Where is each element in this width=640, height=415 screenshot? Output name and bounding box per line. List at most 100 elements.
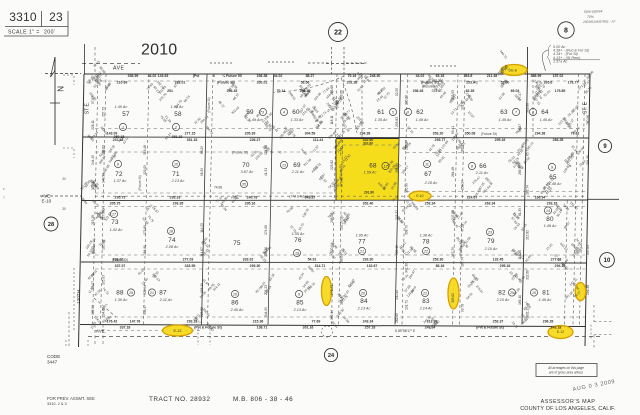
svg-text:1.46 Ac: 1.46 Ac <box>539 298 552 302</box>
svg-text:56.16: 56.16 <box>117 135 126 143</box>
svg-text:30: 30 <box>62 177 66 181</box>
svg-text:88.29: 88.29 <box>200 146 204 154</box>
svg-text:256.45: 256.45 <box>413 89 424 93</box>
svg-text:295.63: 295.63 <box>325 102 334 112</box>
svg-text:105.91: 105.91 <box>91 305 95 315</box>
svg-text:E-10: E-10 <box>416 194 423 198</box>
svg-text:132.14: 132.14 <box>330 310 334 320</box>
svg-text:257.73: 257.73 <box>102 107 106 117</box>
svg-text:61.58: 61.58 <box>498 92 506 101</box>
svg-text:65.71: 65.71 <box>101 303 109 312</box>
svg-text:302.03: 302.03 <box>571 248 581 258</box>
svg-text:42.11: 42.11 <box>260 118 268 127</box>
svg-text:264.48: 264.48 <box>451 167 455 177</box>
svg-text:313.38: 313.38 <box>427 320 438 324</box>
svg-text:262.49: 262.49 <box>395 313 399 323</box>
svg-text:81.95: 81.95 <box>512 211 520 220</box>
svg-text:E-12: E-12 <box>557 330 564 334</box>
svg-text:85.71: 85.71 <box>458 141 467 149</box>
svg-text:81.59: 81.59 <box>93 288 102 296</box>
svg-text:82: 82 <box>498 290 506 297</box>
svg-text:1: 1 <box>122 125 124 129</box>
svg-text:343.27: 343.27 <box>305 196 316 200</box>
svg-text:62.64: 62.64 <box>300 88 308 97</box>
svg-text:85: 85 <box>296 300 304 307</box>
svg-text:62: 62 <box>416 109 424 116</box>
svg-text:E-12: E-12 <box>173 329 181 333</box>
svg-text:69: 69 <box>293 162 301 169</box>
svg-text:32.39: 32.39 <box>98 239 107 247</box>
svg-text:124.59: 124.59 <box>406 288 416 298</box>
svg-text:43.65: 43.65 <box>524 254 532 263</box>
svg-text:256.45: 256.45 <box>227 89 238 93</box>
svg-text:53.92: 53.92 <box>151 270 159 279</box>
svg-text:163.45: 163.45 <box>461 143 465 153</box>
svg-text:52.00: 52.00 <box>501 81 510 85</box>
svg-text:314.22: 314.22 <box>377 86 387 96</box>
svg-text:346.08: 346.08 <box>108 154 118 164</box>
svg-text:(Future St): (Future St) <box>459 240 463 255</box>
svg-text:81.63: 81.63 <box>137 267 146 275</box>
svg-text:186.17: 186.17 <box>401 165 410 175</box>
svg-text:82.22: 82.22 <box>152 85 160 94</box>
svg-text:285.83: 285.83 <box>518 165 522 175</box>
svg-text:114.83: 114.83 <box>428 320 438 329</box>
svg-text:49.01: 49.01 <box>259 280 267 289</box>
svg-text:76.94: 76.94 <box>433 147 442 155</box>
svg-text:204.96: 204.96 <box>586 155 590 165</box>
svg-text:88.27: 88.27 <box>306 74 315 78</box>
svg-text:119.14: 119.14 <box>458 220 468 229</box>
svg-text:226.11: 226.11 <box>91 120 95 130</box>
svg-text:44.85: 44.85 <box>311 165 320 173</box>
svg-text:2.18 Ac: 2.18 Ac <box>424 181 438 185</box>
svg-text:147.76: 147.76 <box>130 320 141 324</box>
svg-text:58.56: 58.56 <box>301 81 310 85</box>
svg-text:253.37: 253.37 <box>493 320 504 324</box>
svg-text:31.01: 31.01 <box>193 313 201 322</box>
svg-text:294.16: 294.16 <box>555 264 566 268</box>
svg-text:65.66: 65.66 <box>439 90 447 99</box>
svg-text:13.45: 13.45 <box>90 321 98 330</box>
svg-text:353.8: 353.8 <box>464 74 473 78</box>
svg-text:98.15: 98.15 <box>410 285 418 294</box>
svg-text:67.25: 67.25 <box>511 156 520 164</box>
svg-text:308.79: 308.79 <box>405 225 409 235</box>
svg-text:59.20: 59.20 <box>299 89 307 98</box>
svg-text:67.23: 67.23 <box>504 64 512 73</box>
svg-text:138.63: 138.63 <box>264 285 273 296</box>
svg-text:24.30: 24.30 <box>451 210 459 219</box>
svg-text:346.47: 346.47 <box>143 305 147 315</box>
svg-text:60: 60 <box>292 109 300 116</box>
svg-text:175.85: 175.85 <box>555 89 566 93</box>
svg-text:277.15: 277.15 <box>185 132 196 136</box>
svg-text:55.05: 55.05 <box>514 94 522 103</box>
svg-text:2.11 Ac: 2.11 Ac <box>475 171 489 175</box>
svg-text:98.52: 98.52 <box>243 109 251 118</box>
svg-text:95.42: 95.42 <box>451 220 459 229</box>
svg-text:157.02: 157.02 <box>553 74 564 78</box>
svg-text:205.39: 205.39 <box>245 132 256 136</box>
svg-text:53.44: 53.44 <box>92 80 100 89</box>
svg-text:54.91: 54.91 <box>308 258 317 262</box>
svg-text:22: 22 <box>422 291 427 295</box>
svg-text:26.26: 26.26 <box>311 105 319 114</box>
svg-text:227.38: 227.38 <box>102 210 106 220</box>
svg-text:241.82: 241.82 <box>422 315 432 325</box>
svg-text:E-10: E-10 <box>42 199 52 204</box>
svg-text:293.33: 293.33 <box>170 196 181 200</box>
svg-text:331.56: 331.56 <box>79 181 88 191</box>
svg-text:57.76: 57.76 <box>339 164 347 173</box>
svg-text:57.93: 57.93 <box>510 216 518 225</box>
svg-text:75: 75 <box>233 240 241 247</box>
svg-text:196.47: 196.47 <box>340 295 344 305</box>
svg-text:2.14 Ac: 2.14 Ac <box>419 307 433 311</box>
svg-text:FOR PREV. ASSMT. SEE: FOR PREV. ASSMT. SEE <box>47 396 95 401</box>
svg-text:244.45: 244.45 <box>91 155 95 165</box>
svg-text:257.18: 257.18 <box>365 326 376 330</box>
svg-text:10: 10 <box>233 292 237 296</box>
svg-text:1.37 Ac: 1.37 Ac <box>114 179 127 183</box>
svg-text:#: # <box>213 74 215 78</box>
svg-text:23: 23 <box>49 10 63 24</box>
svg-text:38.27: 38.27 <box>310 106 318 115</box>
svg-text:77.47: 77.47 <box>518 92 522 100</box>
